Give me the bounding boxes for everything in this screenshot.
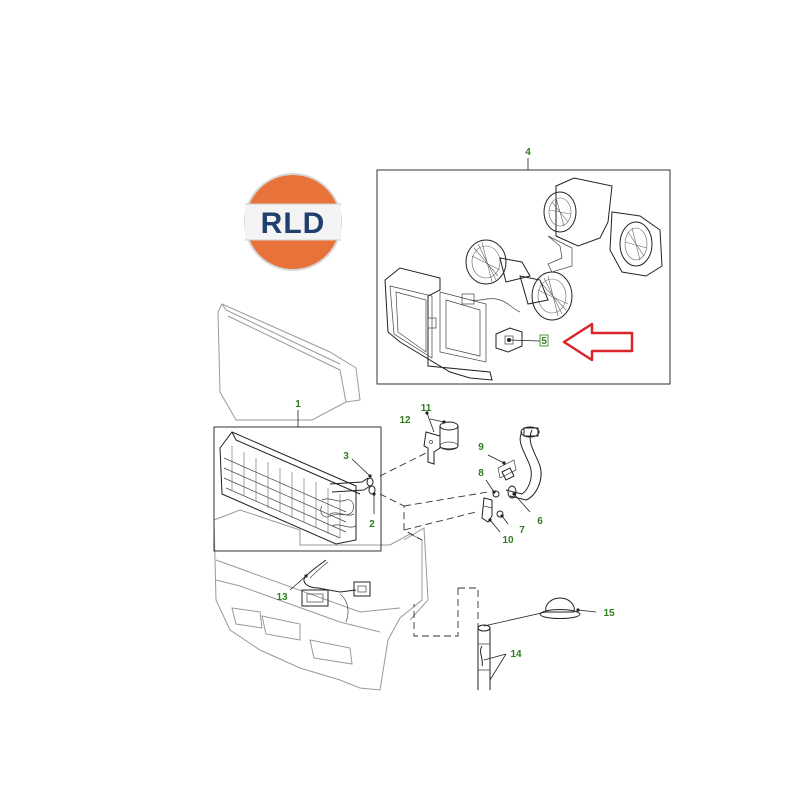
callout-6: 6 <box>537 516 543 527</box>
callout-15: 15 <box>603 608 615 619</box>
wiring-harness <box>289 559 371 623</box>
callout-11: 11 <box>421 403 432 414</box>
heater-valve <box>423 411 459 465</box>
scroll-housing <box>543 177 663 277</box>
inset-frame <box>376 169 671 385</box>
heater-core-inset <box>213 410 382 552</box>
blower-inset: 4 5 <box>376 147 671 385</box>
callout-5: 5 <box>541 336 547 347</box>
callout-4: 4 <box>525 147 531 158</box>
callout-12: 12 <box>399 415 411 426</box>
callout-1: 1 <box>295 399 301 410</box>
callout-3: 3 <box>343 451 349 462</box>
blower-motor <box>461 239 573 321</box>
callout-14: 14 <box>510 649 522 660</box>
callout-8: 8 <box>478 468 484 479</box>
heater-core-frame <box>213 426 382 552</box>
red-arrow <box>562 322 634 362</box>
blower-resistor <box>495 327 541 353</box>
rld-logo: RLD <box>244 173 342 271</box>
logo-band <box>245 204 341 240</box>
blower-housing <box>384 267 493 381</box>
callout-5-box <box>539 334 549 347</box>
drain-assembly <box>477 597 597 690</box>
callout-13: 13 <box>276 592 288 603</box>
heater-core <box>219 431 376 545</box>
connection-lines <box>379 451 489 637</box>
callout-10: 10 <box>502 535 514 546</box>
coolant-pipes <box>481 426 542 533</box>
heater-housing <box>213 303 429 691</box>
callout-2: 2 <box>369 519 375 530</box>
callout-7: 7 <box>519 525 525 536</box>
logo-text: RLD <box>261 207 326 240</box>
callout-labels: 1 2 3 6 7 8 9 10 11 12 13 14 15 <box>276 399 615 660</box>
callout-9: 9 <box>478 442 484 453</box>
